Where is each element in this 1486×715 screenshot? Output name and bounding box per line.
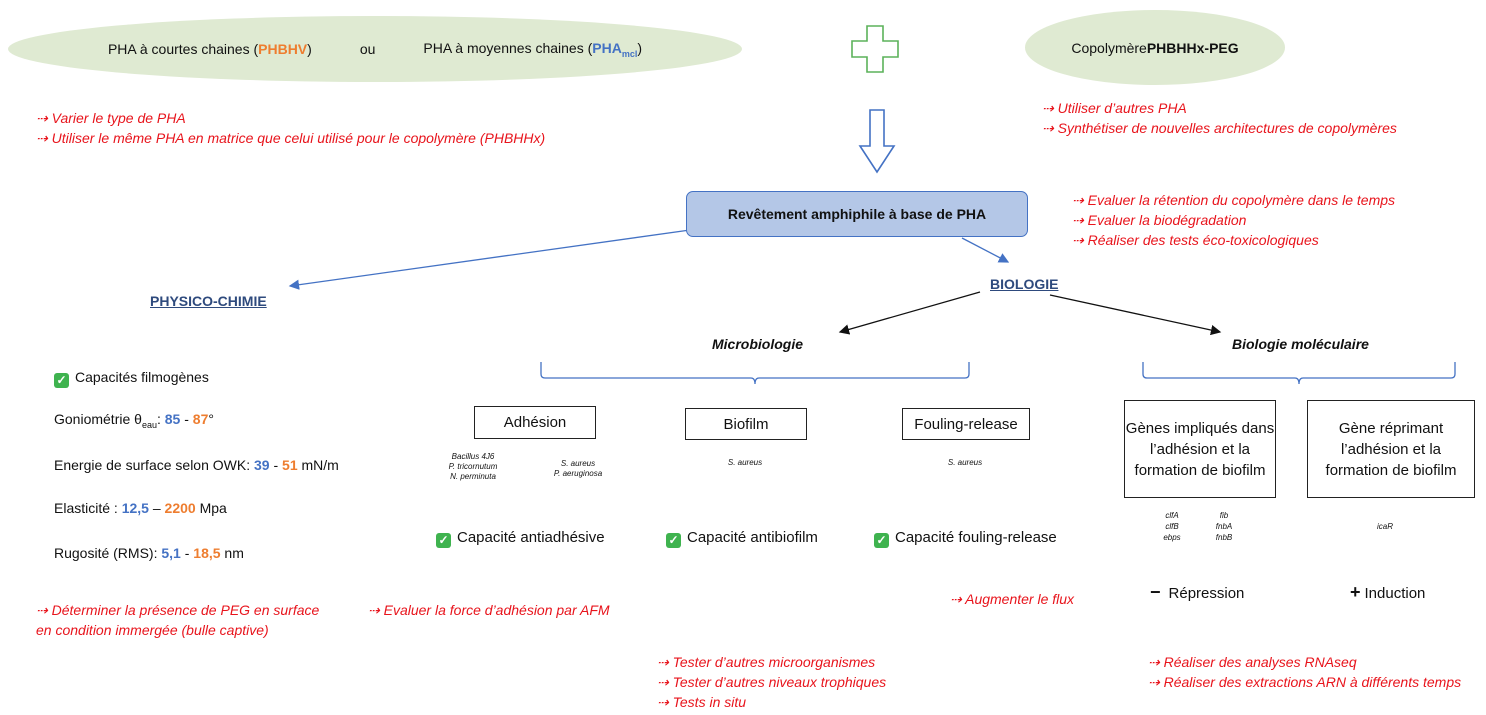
physico-heading: PHYSICO-CHIMIE: [150, 293, 267, 309]
minus-icon: −: [1150, 582, 1161, 602]
biologie-heading: BIOLOGIE: [990, 276, 1059, 292]
genes-involved-box: Gènes impliqués dans l’adhésion et la fo…: [1124, 400, 1276, 498]
prop-elasticity: Elasticité : 12,5 – 2200 Mpa: [54, 500, 227, 516]
pha-medium-label: PHA à moyennes chaines (PHAmcl): [423, 39, 643, 59]
adhesion-organisms-right: S. aureus P. aeruginosa: [553, 459, 603, 478]
prop-filmogen: ✓Capacités filmogènes: [54, 369, 209, 388]
adhesion-box: Adhésion: [474, 406, 596, 439]
checkmark-icon: ✓: [54, 373, 69, 388]
prop-goniometry: Goniométrie θeau: 85 - 87°: [54, 411, 214, 430]
note-coating: ⇢ Evaluer la rétention du copolymère dan…: [1072, 192, 1396, 248]
coating-box: Revêtement amphiphile à base de PHA: [686, 191, 1028, 237]
biofilm-box: Biofilm: [685, 408, 807, 440]
note-peg: ⇢ Déterminer la présence de PEG en surfa…: [36, 602, 320, 638]
induction-label: +Induction: [1350, 582, 1426, 602]
note-micro: ⇢ Tester d’autres microorganismes ⇢ Test…: [657, 654, 887, 710]
arrow-to-micro: [838, 291, 981, 335]
micro-brace: [540, 362, 970, 385]
fouling-organism: S. aureus: [947, 458, 983, 467]
checkmark-icon: ✓: [436, 533, 451, 548]
checkmark-icon: ✓: [874, 533, 889, 548]
molecular-brace: [1142, 362, 1456, 385]
adhesion-organisms-left: Bacillus 4J6 P. tricornutum N. perminuta: [448, 452, 498, 481]
note-molecular: ⇢ Réaliser des analyses RNAseq ⇢ Réalise…: [1148, 654, 1462, 690]
gene-icar: icaR: [1376, 522, 1393, 531]
cap-fouling: ✓Capacité fouling-release: [874, 529, 1057, 548]
plus-icon: [851, 25, 899, 73]
arrow-to-biologie: [961, 237, 1010, 263]
note-flux: ⇢ Augmenter le flux: [950, 591, 1075, 607]
arrow-to-molecular: [1049, 294, 1222, 336]
copolymer-ellipse: Copolymère PHBHHx-PEG: [1025, 10, 1285, 85]
genes-list-left: clfA clfB ebps: [1163, 511, 1181, 542]
cap-antibiofilm: ✓Capacité antibiofilm: [666, 529, 818, 548]
plus-sign-icon: +: [1350, 582, 1361, 602]
note-left-top: ⇢ Varier le type de PHA ⇢ Utiliser le mê…: [36, 110, 546, 146]
gene-repress-box: Gène réprimant l’adhésion et la formatio…: [1307, 400, 1475, 498]
pha-types-ellipse: PHA à courtes chaines (PHBHV) ou PHA à m…: [8, 16, 742, 82]
genes-list-right: fib fnbA fnbB: [1215, 511, 1233, 542]
fouling-box: Fouling-release: [902, 408, 1030, 440]
cap-antiadhesive: ✓Capacité antiadhésive: [436, 529, 605, 548]
note-right-top: ⇢ Utiliser d’autres PHA ⇢ Synthétiser de…: [1042, 100, 1397, 136]
prop-roughness: Rugosité (RMS): 5,1 - 18,5 nm: [54, 545, 244, 561]
molecular-heading: Biologie moléculaire: [1232, 336, 1369, 352]
micro-heading: Microbiologie: [712, 336, 803, 352]
checkmark-icon: ✓: [666, 533, 681, 548]
arrow-to-physico: [288, 229, 691, 290]
note-afm: ⇢ Evaluer la force d’adhésion par AFM: [368, 602, 610, 618]
repression-label: −Répression: [1150, 582, 1245, 602]
prop-energy: Energie de surface selon OWK: 39 - 51 mN…: [54, 457, 339, 473]
pha-short-label: PHA à courtes chaines (PHBHV): [107, 41, 312, 57]
or-label: ou: [359, 41, 376, 57]
biofilm-organism: S. aureus: [727, 458, 763, 467]
down-arrow-icon: [858, 109, 896, 174]
